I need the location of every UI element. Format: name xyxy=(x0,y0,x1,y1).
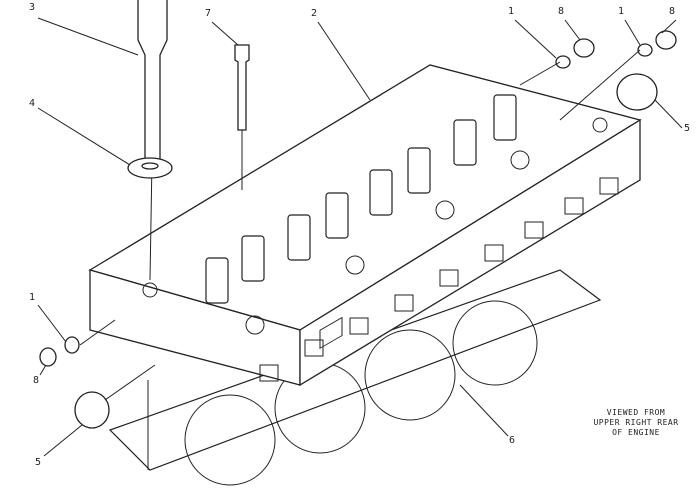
callout-1-top-b: 1 xyxy=(618,6,625,17)
callout-6: 6 xyxy=(509,435,516,446)
head-bolt-3 xyxy=(137,0,168,161)
cup-plug-5-left xyxy=(74,391,110,429)
seal-1-top-a xyxy=(555,55,571,69)
side-ports xyxy=(319,316,343,350)
view-note-line: OF ENGINE xyxy=(612,428,660,437)
seal-1-left xyxy=(64,336,80,354)
bolt-holes xyxy=(142,117,608,335)
plug-8-left xyxy=(39,347,57,367)
seal-1-top-b xyxy=(637,43,653,57)
port-holes xyxy=(259,177,619,382)
valve-springs xyxy=(205,94,517,304)
view-note: VIEWED FROM UPPER RIGHT REAR OF ENGINE xyxy=(586,408,686,438)
callout-5-right: 5 xyxy=(684,123,691,134)
callout-8-top-a: 8 xyxy=(558,6,565,17)
callout-5-left: 5 xyxy=(35,457,42,468)
view-note-line: UPPER RIGHT REAR xyxy=(593,418,679,427)
callout-1-left: 1 xyxy=(29,292,36,303)
callout-2: 2 xyxy=(311,8,318,19)
callout-3: 3 xyxy=(29,2,36,13)
callout-8-top-b: 8 xyxy=(669,6,676,17)
plug-8-top-a xyxy=(573,38,595,58)
callout-4: 4 xyxy=(29,98,36,109)
callout-1-top-a: 1 xyxy=(508,6,515,17)
cup-plug-5-right xyxy=(616,73,658,111)
plug-8-top-b xyxy=(655,30,677,50)
callout-7: 7 xyxy=(205,8,212,19)
view-note-line: VIEWED FROM xyxy=(606,408,666,417)
leader-lines xyxy=(37,17,683,457)
washer-4 xyxy=(127,157,173,179)
callout-8-left: 8 xyxy=(33,375,40,386)
head-gasket xyxy=(108,269,602,471)
bolt-7 xyxy=(234,44,250,131)
cylinder-head-side xyxy=(299,118,641,387)
